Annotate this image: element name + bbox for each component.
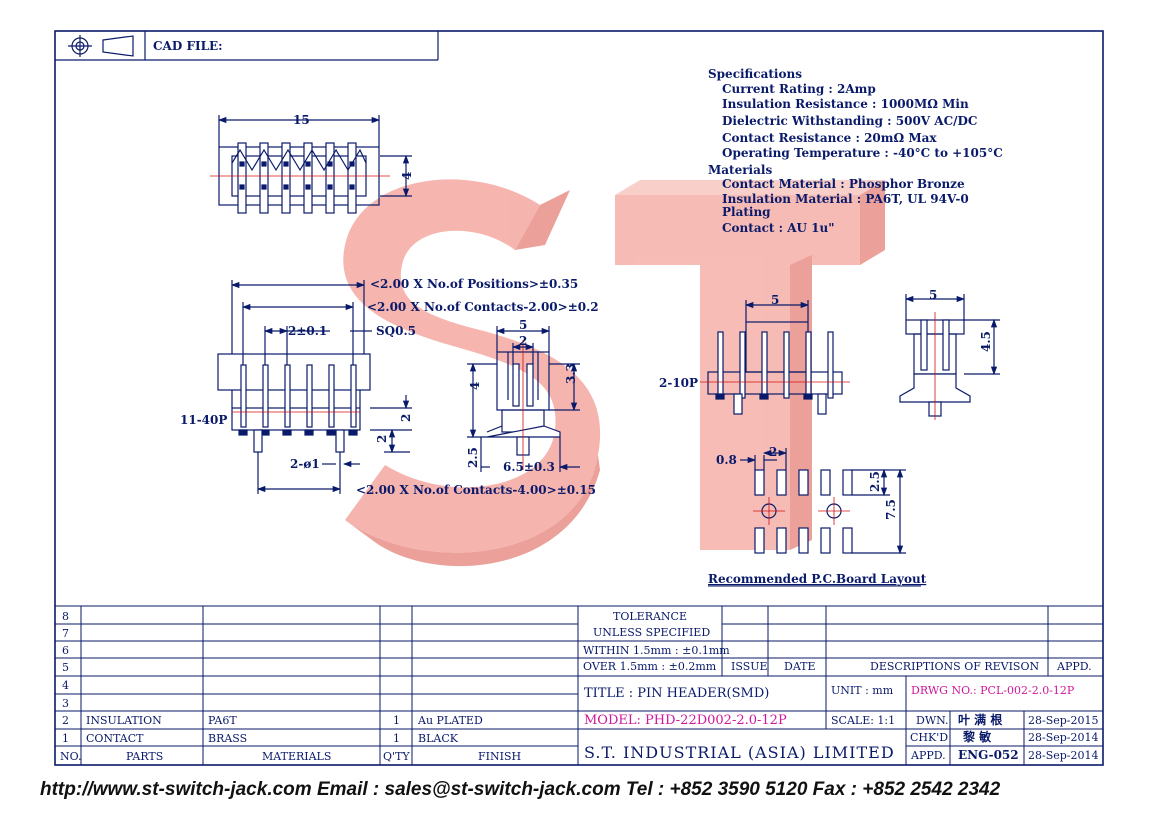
header-materials: MATERIALS xyxy=(262,750,331,763)
row-finish: Au PLATED xyxy=(417,714,483,727)
dwn-date: 28-Sep-2015 xyxy=(1028,714,1099,727)
row-materials: BRASS xyxy=(208,732,247,745)
dwn-label: DWN. xyxy=(916,714,949,727)
row-finish: BLACK xyxy=(418,732,459,745)
dim-post-diameter: 2-ø1 xyxy=(290,457,320,471)
dim-pcb-2-5: 2.5 xyxy=(868,471,882,492)
chkd-label: CHK'D xyxy=(910,731,948,744)
chkd-name: 黎 敏 xyxy=(963,729,992,744)
dim-side-width-5: 5 xyxy=(519,318,527,332)
cad-file-label: CAD FILE: xyxy=(153,39,223,53)
dim-far-height-4-5: 4.5 xyxy=(979,331,993,352)
row-qty: 1 xyxy=(393,714,400,727)
dim-pitch: 2±0.1 xyxy=(288,324,327,338)
model-label: MODEL: PHD-22D002-2.0-12P xyxy=(584,713,787,728)
title-label: TITLE : PIN HEADER(SMD) xyxy=(584,686,769,701)
dim-top-height: 4 xyxy=(400,172,414,180)
dim-square: SQ0.5 xyxy=(376,324,416,338)
header-cad-box xyxy=(55,31,439,61)
row-no: 6 xyxy=(62,644,69,657)
issue-label: ISSUE xyxy=(731,660,768,673)
row-parts: CONTACT xyxy=(86,732,144,745)
dim-height-2b: 2 xyxy=(375,435,389,443)
row-no: 4 xyxy=(62,679,69,692)
descriptions-label: DESCRIPTIONS OF REVISON xyxy=(870,660,1039,673)
unit-label: UNIT : mm xyxy=(831,684,894,697)
st-watermark-logo xyxy=(343,179,885,567)
specifications-heading: Specifications xyxy=(708,67,802,81)
company-name: S.T. INDUSTRIAL (ASIA) LIMITED xyxy=(584,743,895,762)
row-no: 8 xyxy=(62,610,69,623)
far-right-side-view xyxy=(899,294,1000,420)
dim-positions: <2.00 X No.of Positions>±0.35 xyxy=(370,277,578,291)
material-contact: Contact Material : Phosphor Bronze xyxy=(722,177,965,191)
unless-specified-label: UNLESS SPECIFIED xyxy=(593,626,710,639)
drawing-number: DRWG NO.: PCL-002-2.0-12P xyxy=(911,684,1075,697)
dim-side-width-2: 2 xyxy=(519,334,527,348)
appd-header-label: APPD. xyxy=(1056,660,1092,673)
front-view-drawing xyxy=(217,280,412,494)
side-view-drawing xyxy=(467,326,580,472)
row-no: 5 xyxy=(62,661,69,674)
dim-far-width-5: 5 xyxy=(929,288,937,302)
materials-heading: Materials xyxy=(708,163,772,177)
row-no: 3 xyxy=(62,697,69,710)
header-qty: Q'TY xyxy=(383,750,410,763)
dim-pcb-0-8: 0.8 xyxy=(716,453,737,467)
scale-label: SCALE: 1:1 xyxy=(831,714,895,727)
right-view-drawing xyxy=(700,300,850,415)
spec-insulation-resistance: Insulation Resistance : 1000MΩ Min xyxy=(722,97,969,111)
dim-side-height-2-5: 2.5 xyxy=(466,447,480,468)
dim-side-height-3-3: 3.3 xyxy=(564,363,578,384)
dwn-name: 叶 满 根 xyxy=(958,712,1002,727)
dim-height-2a: 2 xyxy=(399,414,413,422)
range-label-11-40p: 11-40P xyxy=(180,413,227,427)
appd-label: APPD. xyxy=(910,749,946,762)
row-parts: INSULATION xyxy=(86,714,162,727)
appd-name: ENG-052 xyxy=(958,748,1019,762)
pcb-layout-drawing xyxy=(740,448,906,555)
row-qty: 1 xyxy=(393,732,400,745)
header-no: NO. xyxy=(60,750,82,763)
tolerance-within: WITHIN 1.5mm : ±0.1mm xyxy=(583,644,730,657)
tolerance-over: OVER 1.5mm : ±0.2mm xyxy=(583,660,717,673)
spec-dielectric: Dielectric Withstanding : 500V AC/DC xyxy=(722,114,978,128)
bom-table-grid xyxy=(55,605,1103,765)
row-no: 7 xyxy=(62,627,69,640)
spec-contact-resistance: Contact Resistance : 20mΩ Max xyxy=(722,131,937,145)
dim-right-width-5: 5 xyxy=(771,293,779,307)
dim-side-height-4: 4 xyxy=(468,382,482,390)
dim-bottom: <2.00 X No.of Contacts-4.00>±0.15 xyxy=(356,483,596,497)
bom-rows: 8 7 6 5 4 3 2 INSULATION PA6T 1 Au PLATE… xyxy=(60,610,521,763)
dim-pcb-7-5: 7.5 xyxy=(884,499,898,520)
spec-operating-temperature: Operating Temperature : -40°C to +105°C xyxy=(722,146,1003,160)
spec-current-rating: Current Rating : 2Amp xyxy=(722,82,876,96)
dim-top-width: 15 xyxy=(293,113,310,127)
date-label: DATE xyxy=(784,660,816,673)
chkd-date: 28-Sep-2014 xyxy=(1028,731,1099,744)
pcb-layout-title: Recommended P.C.Board Layout xyxy=(708,572,927,586)
plating-contact: Contact : AU 1u" xyxy=(722,221,835,235)
title-block: TOLERANCE UNLESS SPECIFIED WITHIN 1.5mm … xyxy=(583,610,1099,762)
header-parts: PARTS xyxy=(126,750,163,763)
range-label-2-10p: 2-10P xyxy=(659,376,698,390)
contact-footer: http://www.st-switch-jack.com Email : sa… xyxy=(40,779,1001,800)
row-materials: PA6T xyxy=(208,714,237,727)
row-no: 2 xyxy=(62,714,69,727)
plating-heading: Plating xyxy=(722,205,771,219)
tolerance-label: TOLERANCE xyxy=(613,610,687,623)
dim-pcb-2: 2 xyxy=(769,445,777,459)
dim-contacts: <2.00 X No.of Contacts-2.00>±0.2 xyxy=(367,300,599,314)
header-finish: FINISH xyxy=(478,750,521,763)
row-no: 1 xyxy=(62,732,69,745)
specifications-block: Specifications Current Rating : 2Amp Ins… xyxy=(708,67,1003,235)
dim-side-width-6-5: 6.5±0.3 xyxy=(503,460,555,474)
top-view-drawing xyxy=(210,115,412,214)
appd-date: 28-Sep-2014 xyxy=(1028,749,1099,762)
material-insulation: Insulation Material : PA6T, UL 94V-0 xyxy=(722,192,969,206)
